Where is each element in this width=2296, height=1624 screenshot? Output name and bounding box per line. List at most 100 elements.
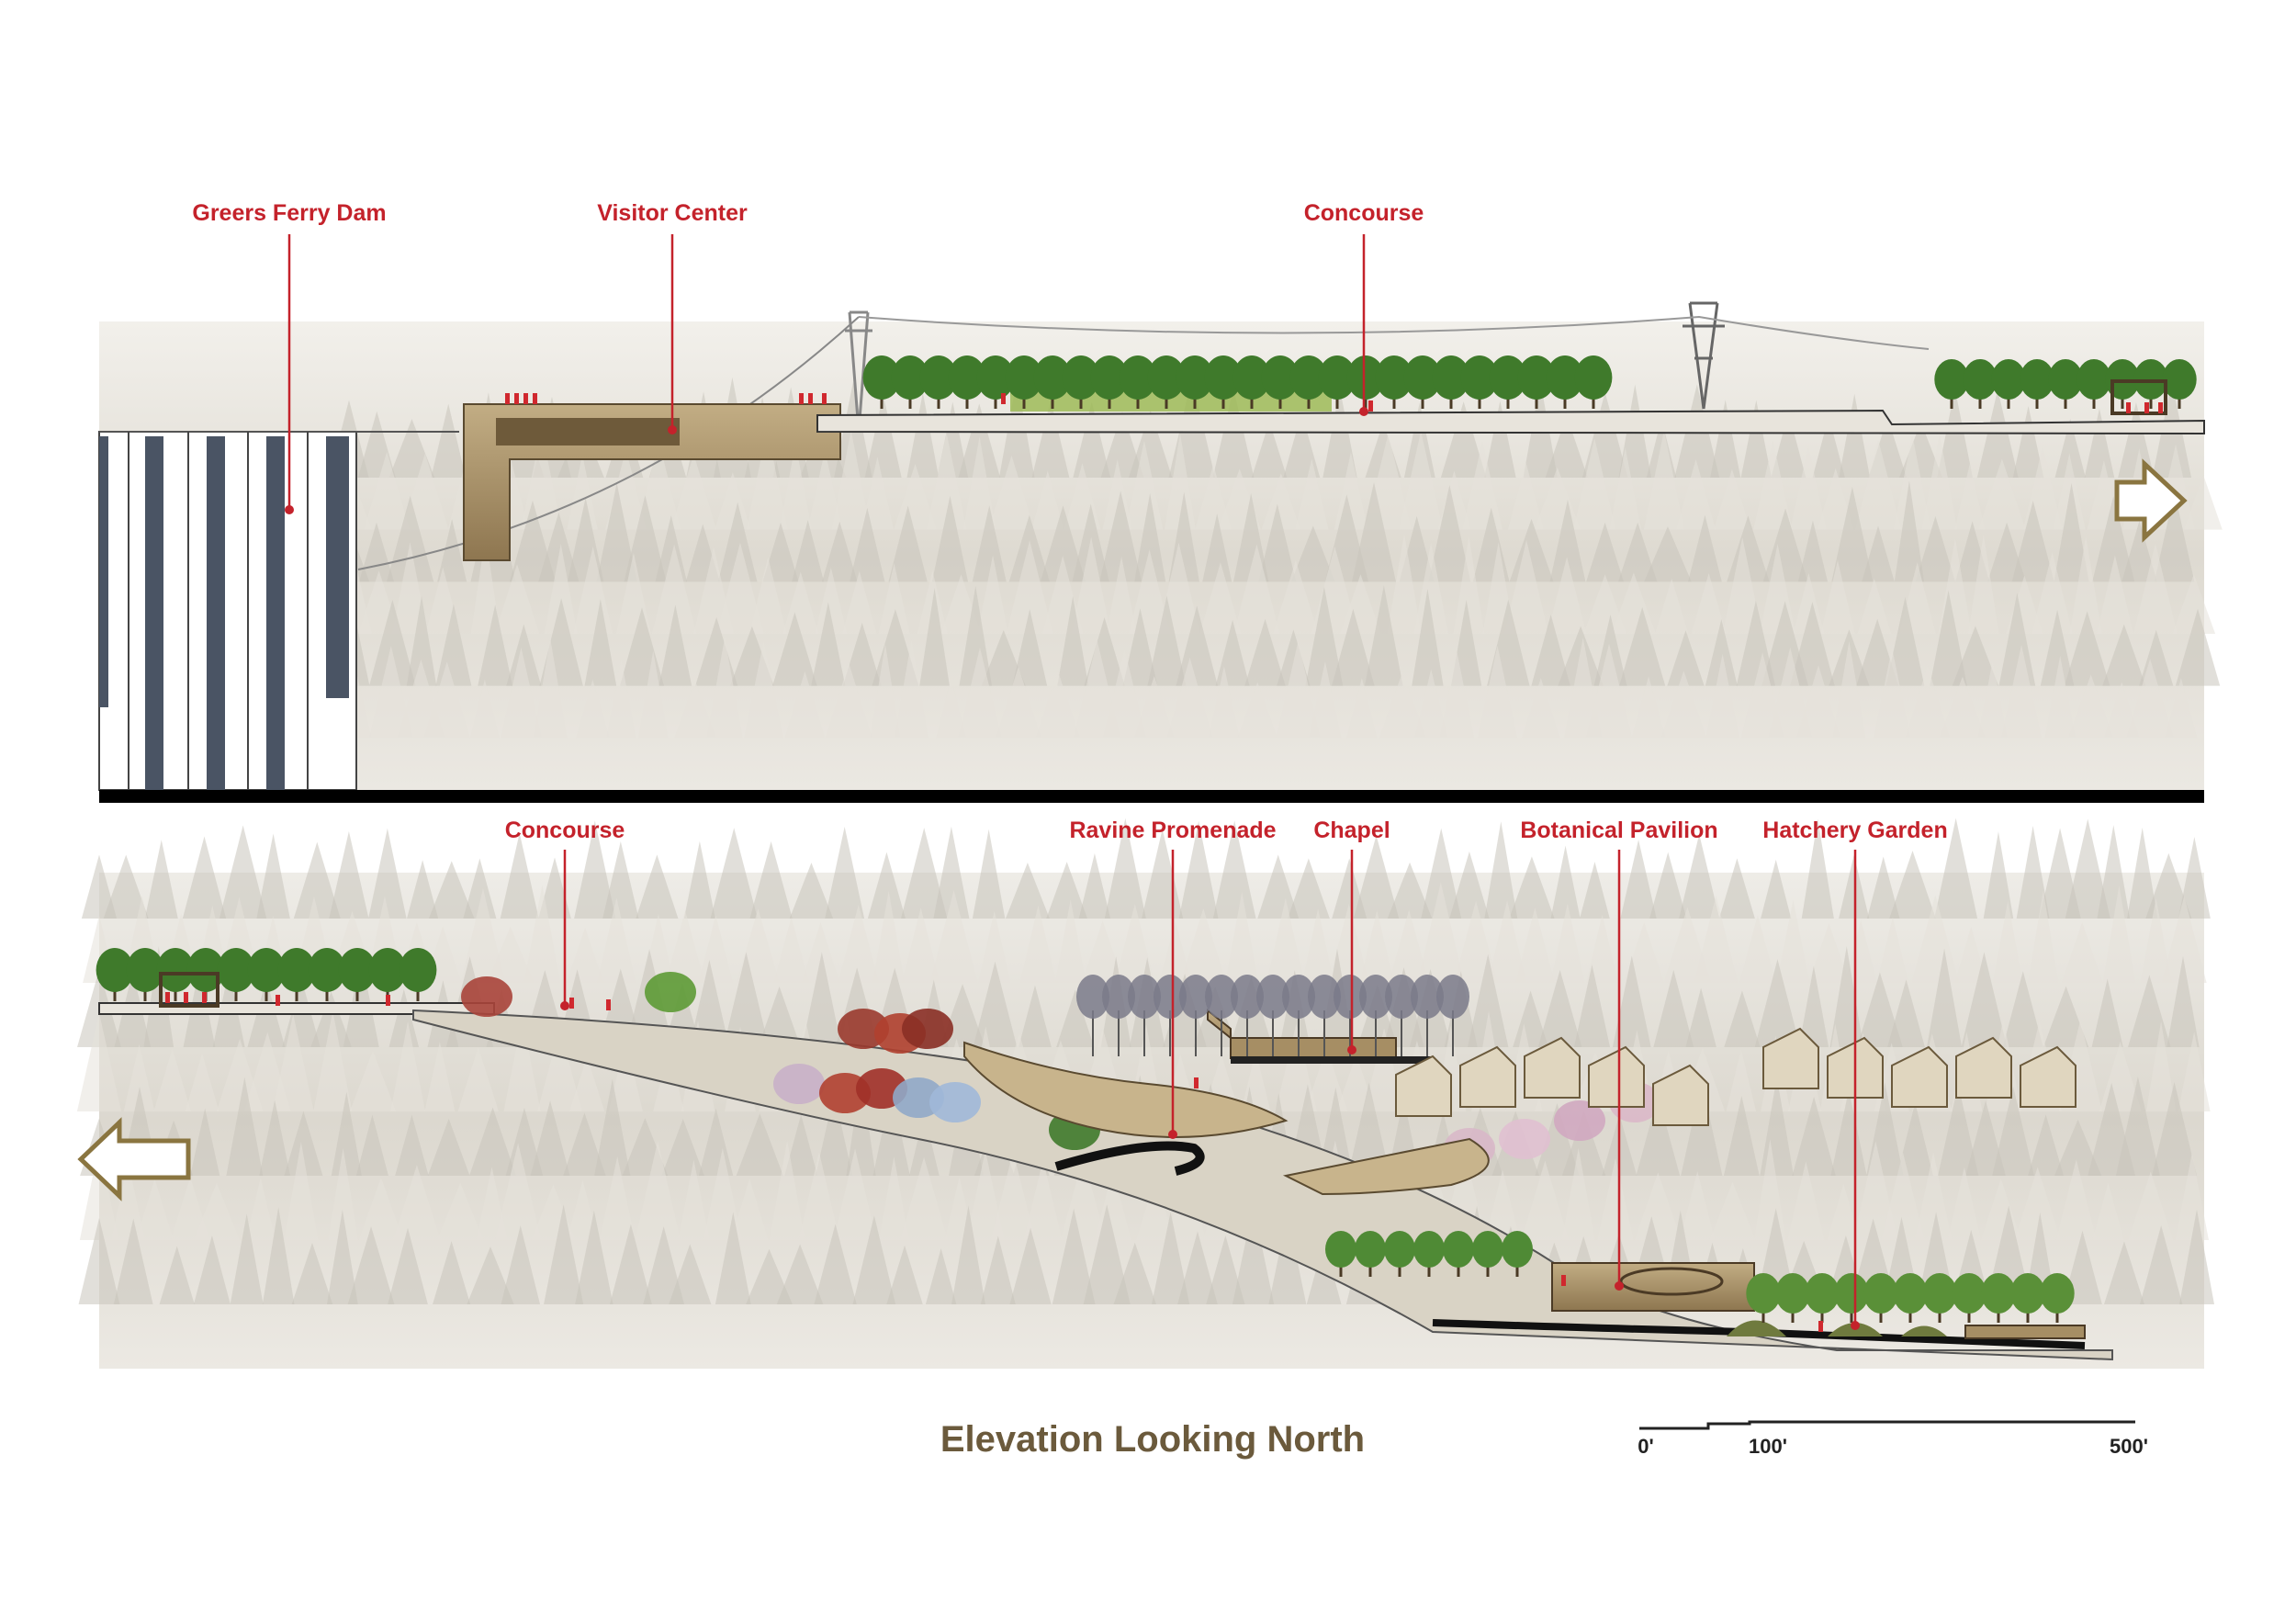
background-tree xyxy=(936,678,966,739)
housing-block xyxy=(1524,1036,1581,1099)
background-tree xyxy=(816,1092,853,1176)
background-tree xyxy=(1636,1095,1681,1176)
background-tree xyxy=(1353,835,1400,919)
background-tree xyxy=(789,863,834,919)
background-tree xyxy=(245,1178,276,1240)
background-tree xyxy=(1019,985,1052,1047)
background-tree xyxy=(821,521,858,582)
background-tree xyxy=(842,623,882,686)
leader-dot-chapel xyxy=(1347,1045,1356,1054)
grove-canopy xyxy=(1308,975,1341,1019)
background-tree xyxy=(1881,1152,1925,1240)
background-tree xyxy=(2028,1114,2065,1176)
background-tree xyxy=(170,1177,210,1240)
background-tree xyxy=(2012,406,2044,478)
visitor-figure xyxy=(822,393,827,404)
housing-block xyxy=(2020,1045,2077,1108)
botanical-pavilion xyxy=(1432,1262,2086,1349)
background-tree xyxy=(1685,987,1716,1047)
background-tree xyxy=(291,1242,333,1304)
visitor-figure xyxy=(569,998,574,1009)
background-tree xyxy=(594,1078,631,1176)
background-tree xyxy=(423,661,470,739)
background-tree xyxy=(1619,606,1666,686)
background-tree xyxy=(1876,917,1909,983)
background-tree xyxy=(2128,1171,2174,1240)
background-tree xyxy=(2092,496,2135,582)
background-tree xyxy=(1797,520,1829,582)
lower-elevation-panel: Concourse Ravine Promenade Chapel Botani… xyxy=(76,818,2215,1369)
background-tree xyxy=(1258,503,1297,582)
background-tree xyxy=(1166,657,1213,739)
background-tree xyxy=(506,624,542,686)
leader-dot-concourse-upper xyxy=(1359,407,1368,416)
background-tree xyxy=(2152,1082,2197,1176)
background-tree xyxy=(635,1141,681,1240)
background-tree xyxy=(1790,446,1827,530)
background-tree xyxy=(1290,525,1335,582)
background-tree xyxy=(428,861,475,919)
ornamental-tree xyxy=(1499,1119,1550,1159)
background-tree xyxy=(901,828,948,919)
visitor-figure xyxy=(1818,1321,1823,1332)
background-tree xyxy=(2032,552,2073,634)
background-tree xyxy=(123,1043,155,1111)
background-tree xyxy=(669,1244,712,1304)
background-tree xyxy=(326,1209,358,1304)
background-tree xyxy=(2140,1224,2183,1304)
background-tree xyxy=(658,604,692,686)
background-tree xyxy=(1128,410,1173,478)
background-tree xyxy=(1449,851,1490,919)
background-tree xyxy=(706,637,743,739)
background-tree xyxy=(888,505,928,582)
tree-canopy xyxy=(1289,355,1328,400)
background-tree xyxy=(1212,820,1256,919)
background-tree xyxy=(730,1179,769,1240)
background-tree xyxy=(674,680,716,739)
background-tree xyxy=(467,1246,514,1304)
background-tree xyxy=(872,890,905,983)
background-tree xyxy=(931,495,969,582)
tree-canopy xyxy=(1922,1273,1957,1314)
background-tree xyxy=(1915,515,1956,582)
background-tree xyxy=(1998,592,2036,686)
tree-canopy xyxy=(1325,1231,1356,1268)
background-tree xyxy=(575,1210,613,1304)
background-tree xyxy=(1257,854,1300,919)
housing-block xyxy=(1652,1064,1709,1126)
background-tree xyxy=(1676,458,1716,530)
background-tree xyxy=(103,854,149,919)
background-tree xyxy=(1831,486,1874,582)
background-tree xyxy=(1617,522,1658,582)
background-tree xyxy=(1106,556,1137,634)
background-tree xyxy=(769,1140,805,1240)
background-tree xyxy=(1921,434,1958,530)
background-tree xyxy=(1268,1212,1307,1304)
background-tree xyxy=(1261,473,1301,530)
tree-canopy xyxy=(2040,1273,2075,1314)
grove-canopy xyxy=(1102,975,1135,1019)
background-tree xyxy=(457,1047,499,1111)
grove-canopy xyxy=(1436,975,1469,1019)
background-tree xyxy=(1609,447,1642,530)
background-tree xyxy=(159,1246,195,1304)
background-tree xyxy=(1309,661,1342,739)
background-tree xyxy=(1911,895,1960,983)
tree-canopy xyxy=(1355,1231,1386,1268)
housing-block xyxy=(1955,1036,2012,1099)
background-tree xyxy=(1413,542,1448,634)
background-tree xyxy=(1853,1141,1898,1240)
background-tree xyxy=(1180,908,1227,983)
ornamental-tree xyxy=(645,972,696,1012)
visitor-figure xyxy=(533,393,537,404)
grove-canopy xyxy=(1359,975,1392,1019)
background-tree xyxy=(1251,421,1288,478)
background-tree xyxy=(1643,430,1684,530)
tree-canopy xyxy=(1176,355,1214,400)
background-tree xyxy=(431,403,467,478)
background-tree xyxy=(1100,412,1144,478)
tree-canopy xyxy=(247,948,286,992)
background-tree xyxy=(2122,520,2157,582)
background-tree xyxy=(2102,624,2146,686)
background-tree xyxy=(1854,439,1902,530)
